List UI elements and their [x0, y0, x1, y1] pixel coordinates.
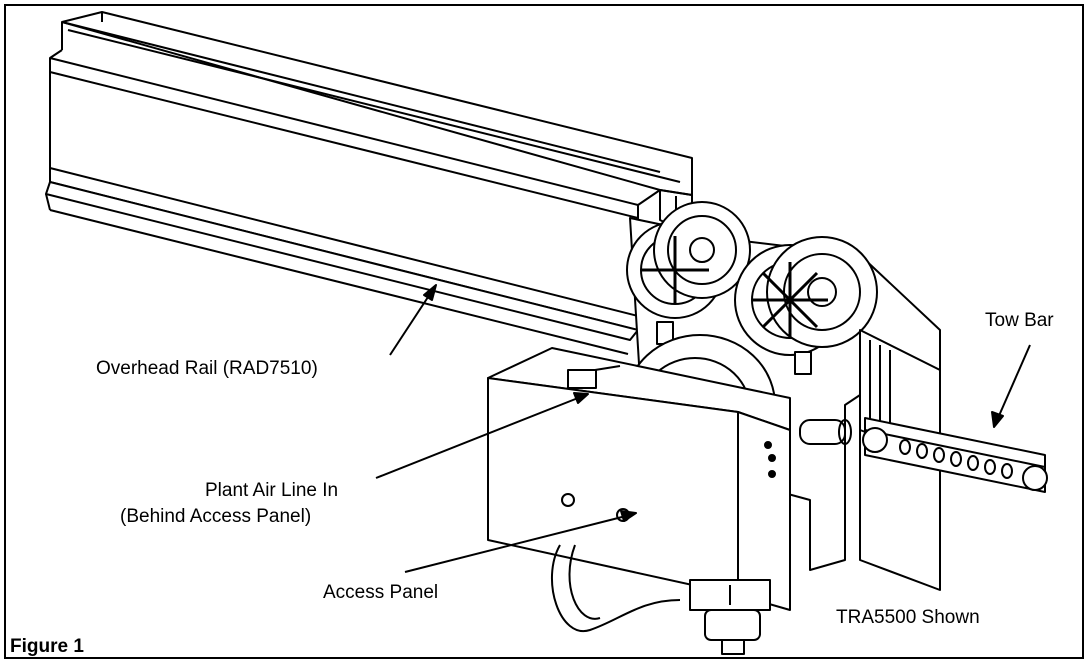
lower-motor — [551, 544, 771, 655]
leader-lines — [375, 284, 1031, 573]
tow-bar-label: Tow Bar — [985, 310, 1054, 331]
access-panel-box — [487, 347, 791, 611]
model-note: TRA5500 Shown — [836, 607, 980, 628]
rail-wheels — [626, 201, 878, 375]
overhead-rail — [45, 11, 693, 355]
overhead-rail-label: Overhead Rail (RAD7510) — [96, 358, 318, 379]
plant-air-line-label: Plant Air Line In — [205, 480, 339, 501]
access-panel-label: Access Panel — [323, 582, 439, 603]
figure-caption: Figure 1 — [10, 636, 84, 657]
shaft — [799, 419, 852, 445]
tow-bar — [862, 417, 1048, 493]
plant-air-line-sublabel: (Behind Access Panel) — [120, 506, 312, 527]
